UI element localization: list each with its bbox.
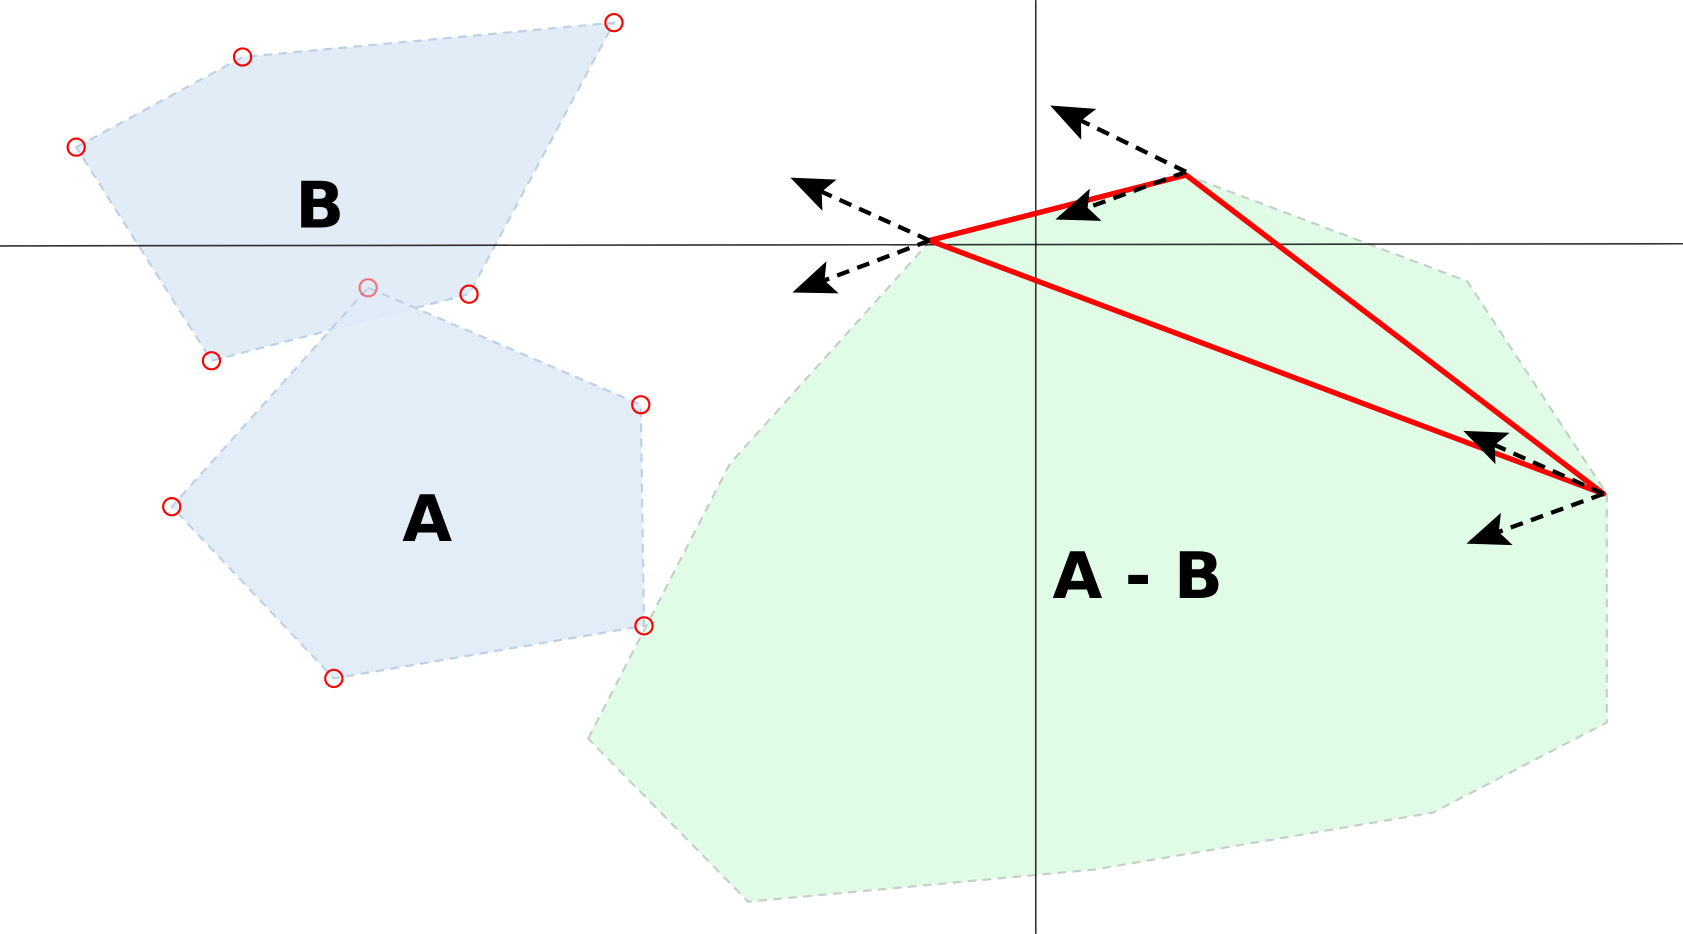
vertex-marker xyxy=(604,12,624,33)
direction-arrow xyxy=(790,177,931,243)
shape-b-vertices xyxy=(66,12,624,371)
shape-a-polygon xyxy=(170,286,646,680)
direction-arrow xyxy=(1055,169,1187,221)
vertex-marker xyxy=(324,668,344,689)
shape-b-polygon xyxy=(74,21,616,362)
direction-arrow xyxy=(1463,430,1605,496)
direction-arrows xyxy=(790,105,1605,546)
vertex-marker xyxy=(459,284,479,304)
direction-arrow xyxy=(1466,491,1605,546)
shape-a-vertices xyxy=(162,278,654,689)
vertex-marker xyxy=(232,47,253,67)
vertex-marker xyxy=(201,351,222,371)
vertex-marker xyxy=(358,278,378,298)
vertex-marker xyxy=(631,395,651,415)
difference-polygon xyxy=(586,173,1608,903)
difference-label: A - B xyxy=(1053,539,1223,614)
direction-arrow xyxy=(1050,105,1187,174)
vertex-marker xyxy=(634,616,654,636)
vertex-marker xyxy=(162,497,182,517)
shape-b-label: B xyxy=(295,169,344,244)
x-axis xyxy=(0,242,1683,247)
shape-a-label: A xyxy=(402,482,452,557)
direction-arrow xyxy=(792,238,931,294)
vertex-marker xyxy=(66,137,86,157)
